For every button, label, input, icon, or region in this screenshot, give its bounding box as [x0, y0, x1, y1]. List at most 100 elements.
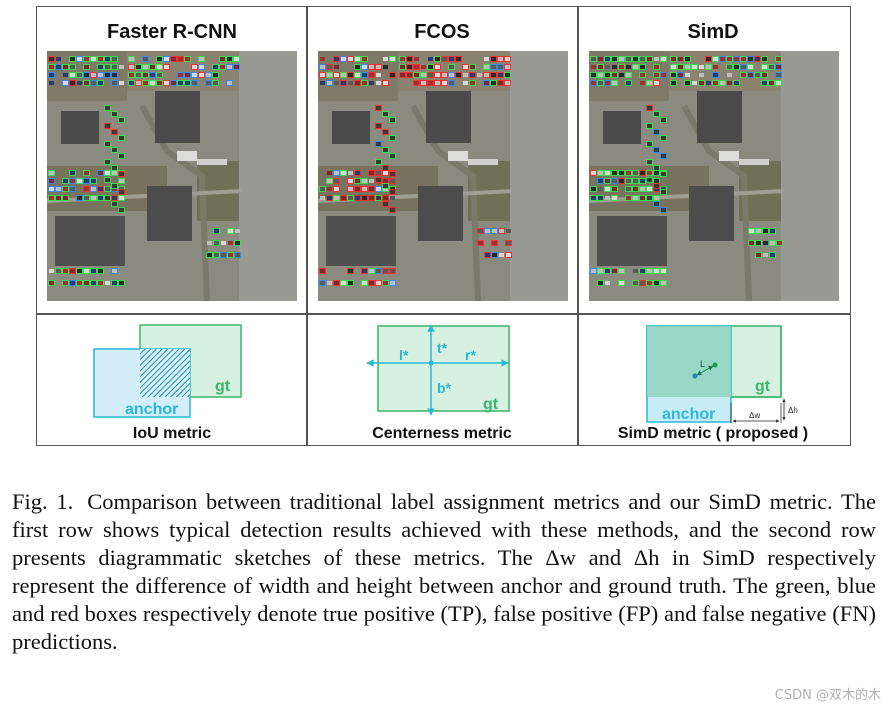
car — [734, 57, 739, 61]
detection-box — [747, 72, 754, 78]
car — [640, 73, 645, 77]
car — [612, 57, 617, 61]
car — [112, 187, 117, 191]
detection-box — [455, 56, 462, 62]
car — [129, 81, 134, 85]
car — [98, 171, 103, 175]
car — [91, 196, 96, 200]
car — [185, 81, 190, 85]
car — [612, 81, 617, 85]
detection-box — [333, 178, 340, 184]
car — [84, 196, 89, 200]
car — [407, 73, 412, 77]
detection-box — [55, 195, 62, 201]
anchor-label: anchor — [125, 401, 178, 418]
detection-box — [441, 80, 448, 86]
column-title-faster-rcnn: Faster R-CNN — [106, 21, 238, 43]
car — [129, 65, 134, 69]
detection-box — [604, 170, 611, 176]
detection-box — [361, 280, 368, 286]
car — [390, 269, 395, 273]
car — [492, 253, 497, 257]
car — [84, 187, 89, 191]
detection-box — [340, 56, 347, 62]
detection-box — [653, 165, 660, 171]
car — [376, 171, 381, 175]
detection-box — [354, 195, 361, 201]
car — [383, 57, 388, 61]
car — [776, 57, 781, 61]
car — [619, 179, 624, 183]
aerial-detection-image-simd — [589, 51, 839, 301]
detection-box — [660, 268, 667, 274]
detection-box — [625, 80, 632, 86]
car — [77, 281, 82, 285]
car — [661, 154, 666, 158]
column-divider — [306, 7, 308, 445]
detection-box — [653, 147, 660, 153]
car — [369, 171, 374, 175]
car — [320, 269, 325, 273]
detection-box — [448, 80, 455, 86]
detection-box — [213, 240, 220, 246]
car — [492, 229, 497, 233]
detection-box — [375, 268, 382, 274]
car — [498, 81, 503, 85]
car — [383, 65, 388, 69]
car — [713, 57, 718, 61]
detection-box — [618, 64, 625, 70]
gt-center — [712, 362, 718, 368]
detection-box — [639, 195, 646, 201]
detection-box — [639, 64, 646, 70]
car — [435, 81, 440, 85]
car — [70, 65, 75, 69]
car — [150, 65, 155, 69]
car — [334, 179, 339, 183]
detection-box — [48, 195, 55, 201]
car — [390, 187, 395, 191]
car — [598, 179, 603, 183]
detection-box — [483, 72, 490, 78]
detection-box — [48, 56, 55, 62]
car — [334, 196, 339, 200]
detection-box — [754, 72, 761, 78]
car — [647, 171, 652, 175]
detection-box — [413, 72, 420, 78]
structure — [177, 151, 197, 161]
detection-box — [477, 228, 484, 234]
road — [681, 104, 752, 301]
detection-box — [118, 178, 125, 184]
car — [612, 65, 617, 69]
car — [49, 81, 54, 85]
car — [647, 57, 652, 61]
car — [213, 65, 218, 69]
car — [199, 57, 204, 61]
car — [428, 73, 433, 77]
car — [428, 57, 433, 61]
detection-box — [491, 252, 498, 258]
car — [327, 196, 332, 200]
detection-box — [740, 56, 747, 62]
car — [320, 281, 325, 285]
detection-box — [170, 80, 177, 86]
car — [678, 65, 683, 69]
car — [157, 57, 162, 61]
car — [654, 281, 659, 285]
car — [498, 73, 503, 77]
detection-box — [128, 80, 135, 86]
car — [98, 187, 103, 191]
detection-box — [740, 64, 747, 70]
detection-box — [354, 64, 361, 70]
detection-box — [333, 72, 340, 78]
car — [362, 269, 367, 273]
car — [105, 187, 110, 191]
car — [727, 81, 732, 85]
car — [63, 187, 68, 191]
detection-box — [156, 56, 163, 62]
centerness-sketch: l* t* r* b* gt — [366, 324, 510, 416]
car — [334, 65, 339, 69]
car — [383, 281, 388, 285]
car — [647, 269, 652, 273]
car — [706, 57, 711, 61]
detection-box — [333, 280, 340, 286]
